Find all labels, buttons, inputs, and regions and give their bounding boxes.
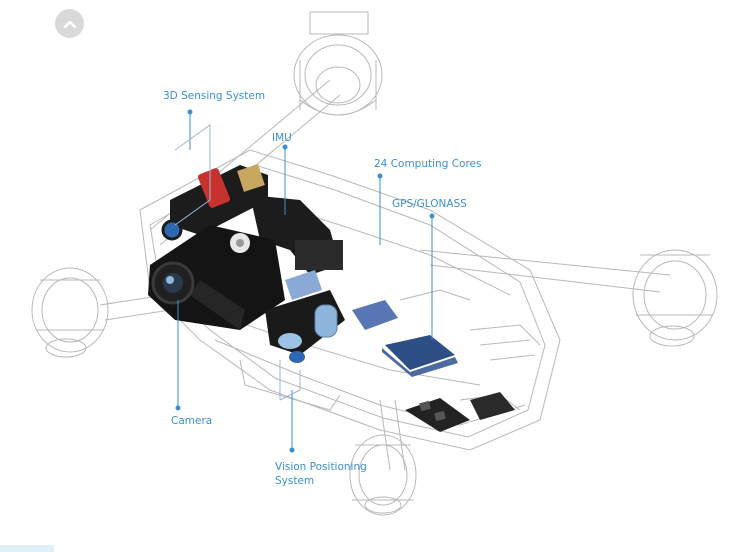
scroll-top-button[interactable]: [55, 9, 84, 38]
vision-sensors: [265, 270, 345, 363]
callout-3d-sensing-system: 3D Sensing System: [163, 90, 266, 102]
sensing-module: [161, 164, 268, 241]
camera-unit: [148, 225, 285, 330]
callout-imu: IMU: [272, 132, 292, 144]
computing-cores-chip: [352, 300, 398, 330]
motor-right: [632, 249, 718, 341]
body-outline: [139, 149, 561, 451]
callout-computing-cores: 24 Computing Cores: [374, 158, 482, 170]
callout-vision-positioning-system: Vision Positioning System: [275, 460, 385, 488]
callout-vision-line1: Vision Positioning: [275, 461, 367, 473]
callout-gps-glonass: GPS/GLONASS: [392, 198, 467, 210]
power-module: [405, 392, 515, 432]
motor-bottom: [349, 434, 417, 516]
callout-camera: Camera: [171, 415, 213, 427]
motor-left: [31, 267, 109, 353]
chevron-up-icon: [63, 20, 76, 28]
callout-vision-line2: System: [275, 475, 315, 487]
rear-right-arm: [419, 249, 671, 276]
gps-glonass-board: [385, 335, 455, 370]
bottom-edge-strip: [0, 545, 54, 552]
gimbal: [250, 195, 343, 275]
